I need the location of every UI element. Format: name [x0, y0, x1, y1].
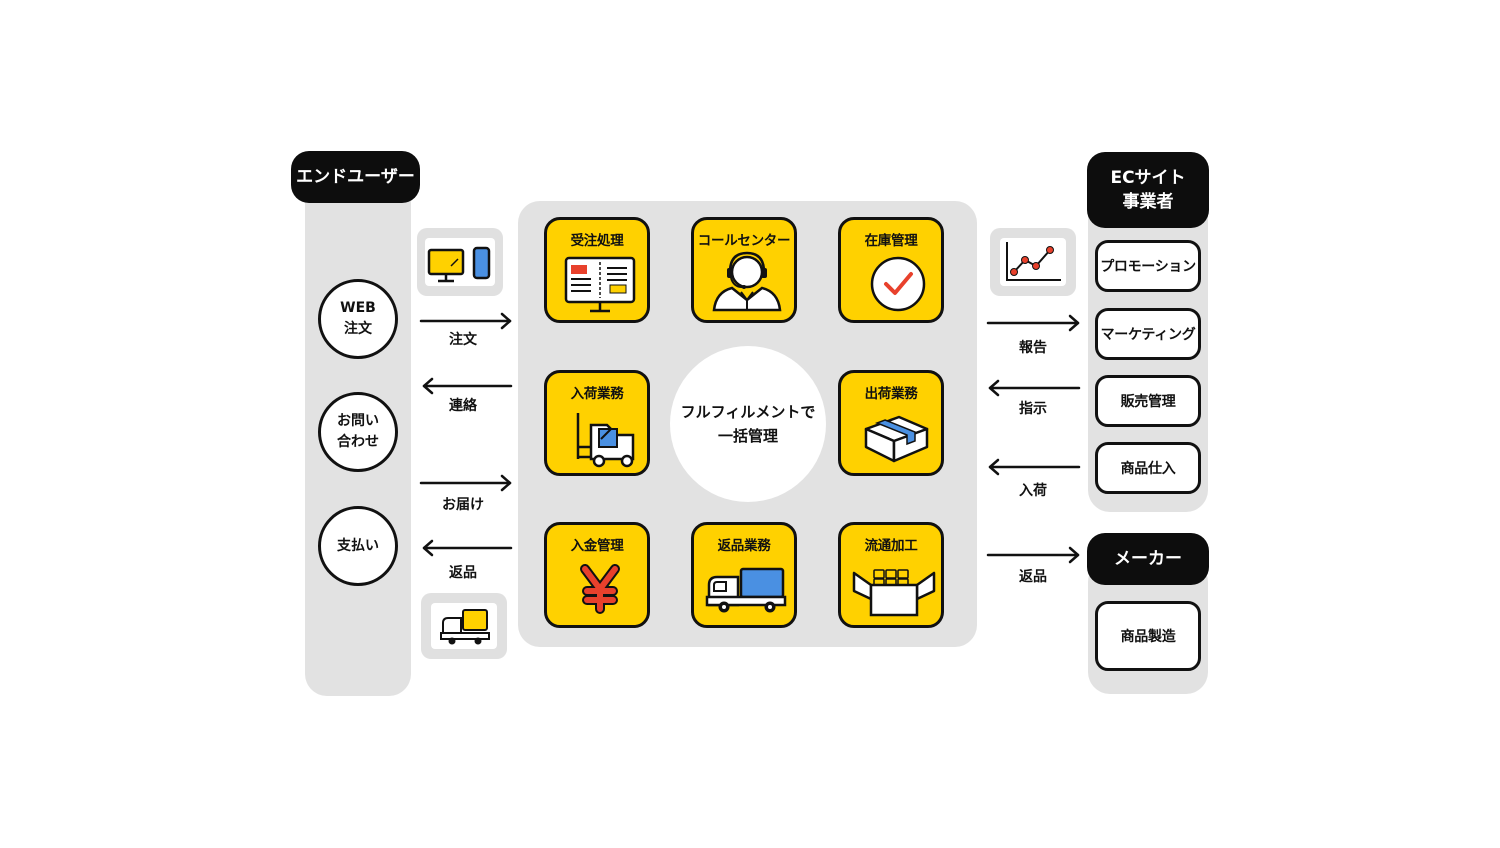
order-screen-icon [564, 256, 636, 313]
tile-label: 返品業務 [717, 538, 771, 554]
flow-label-report: 報告 [1019, 340, 1047, 356]
devices-icon-box [417, 228, 503, 296]
tile-label: 受注処理 [570, 233, 624, 249]
tile-call-center: コールセンター [691, 217, 797, 323]
arrow-instruction [988, 379, 1081, 397]
tile-returns: 返品業務 [691, 522, 797, 628]
flow-label-return-left: 返品 [449, 565, 477, 581]
truck-icon [705, 567, 787, 613]
arrow-report [986, 314, 1080, 332]
arrow-contact [422, 377, 513, 395]
flow-label-instruction: 指示 [1019, 401, 1047, 417]
tile-payment: 入金管理 [544, 522, 650, 628]
tile-distribution-processing: 流通加工 [838, 522, 944, 628]
right-arrows [986, 314, 1081, 564]
delivery-truck-icon [440, 609, 490, 645]
ec-item-promotion: プロモーション [1095, 240, 1201, 292]
open-box-icon [852, 569, 936, 617]
tile-label: 在庫管理 [864, 233, 918, 249]
tile-shipping: 出荷業務 [838, 370, 944, 476]
ec-item-sales-management: 販売管理 [1095, 375, 1201, 427]
end-user-header: エンドユーザー [291, 151, 420, 203]
ec-item-marketing: マーケティング [1095, 308, 1201, 360]
arrow-order [419, 312, 512, 330]
operator-icon [712, 251, 782, 312]
end-user-item-inquiry: お問い 合わせ [318, 392, 398, 472]
checkmark-icon [870, 256, 926, 312]
tile-label: 入金管理 [570, 538, 624, 554]
line-chart-icon [1006, 242, 1061, 281]
flow-label-order: 注文 [449, 332, 477, 348]
arrow-delivery [419, 474, 512, 492]
end-user-item-web-order: WEB 注文 [318, 279, 398, 359]
tile-order-processing: 受注処理 [544, 217, 650, 323]
maker-item-manufacturing: 商品製造 [1095, 601, 1201, 671]
flow-label-delivery: お届け [442, 497, 484, 513]
ec-operator-header: ECサイト 事業者 [1087, 152, 1209, 228]
tile-label: 入荷業務 [570, 386, 624, 402]
tile-label: 流通加工 [864, 538, 918, 554]
yen-icon [580, 564, 620, 614]
truck-icon-box [421, 593, 507, 659]
flow-label-arrival: 入荷 [1019, 483, 1047, 499]
arrow-return-right [986, 546, 1080, 564]
tile-inventory: 在庫管理 [838, 217, 944, 323]
center-title: フルフィルメントで 一括管理 [670, 346, 826, 502]
maker-header: メーカー [1087, 533, 1209, 585]
box-icon [864, 415, 929, 463]
ec-item-purchasing: 商品仕入 [1095, 442, 1201, 494]
arrow-return-left [422, 539, 513, 557]
left-arrows [419, 312, 513, 557]
tile-receiving: 入荷業務 [544, 370, 650, 476]
arrow-arrival [988, 458, 1081, 476]
devices-icon [427, 246, 491, 283]
end-user-item-payment: 支払い [318, 506, 398, 586]
tile-label: 出荷業務 [864, 386, 918, 402]
forklift-icon [576, 413, 635, 468]
flow-label-contact: 連絡 [449, 398, 477, 414]
flow-label-return-right: 返品 [1019, 569, 1047, 585]
chart-icon-box [990, 228, 1076, 296]
tile-label: コールセンター [697, 233, 791, 249]
